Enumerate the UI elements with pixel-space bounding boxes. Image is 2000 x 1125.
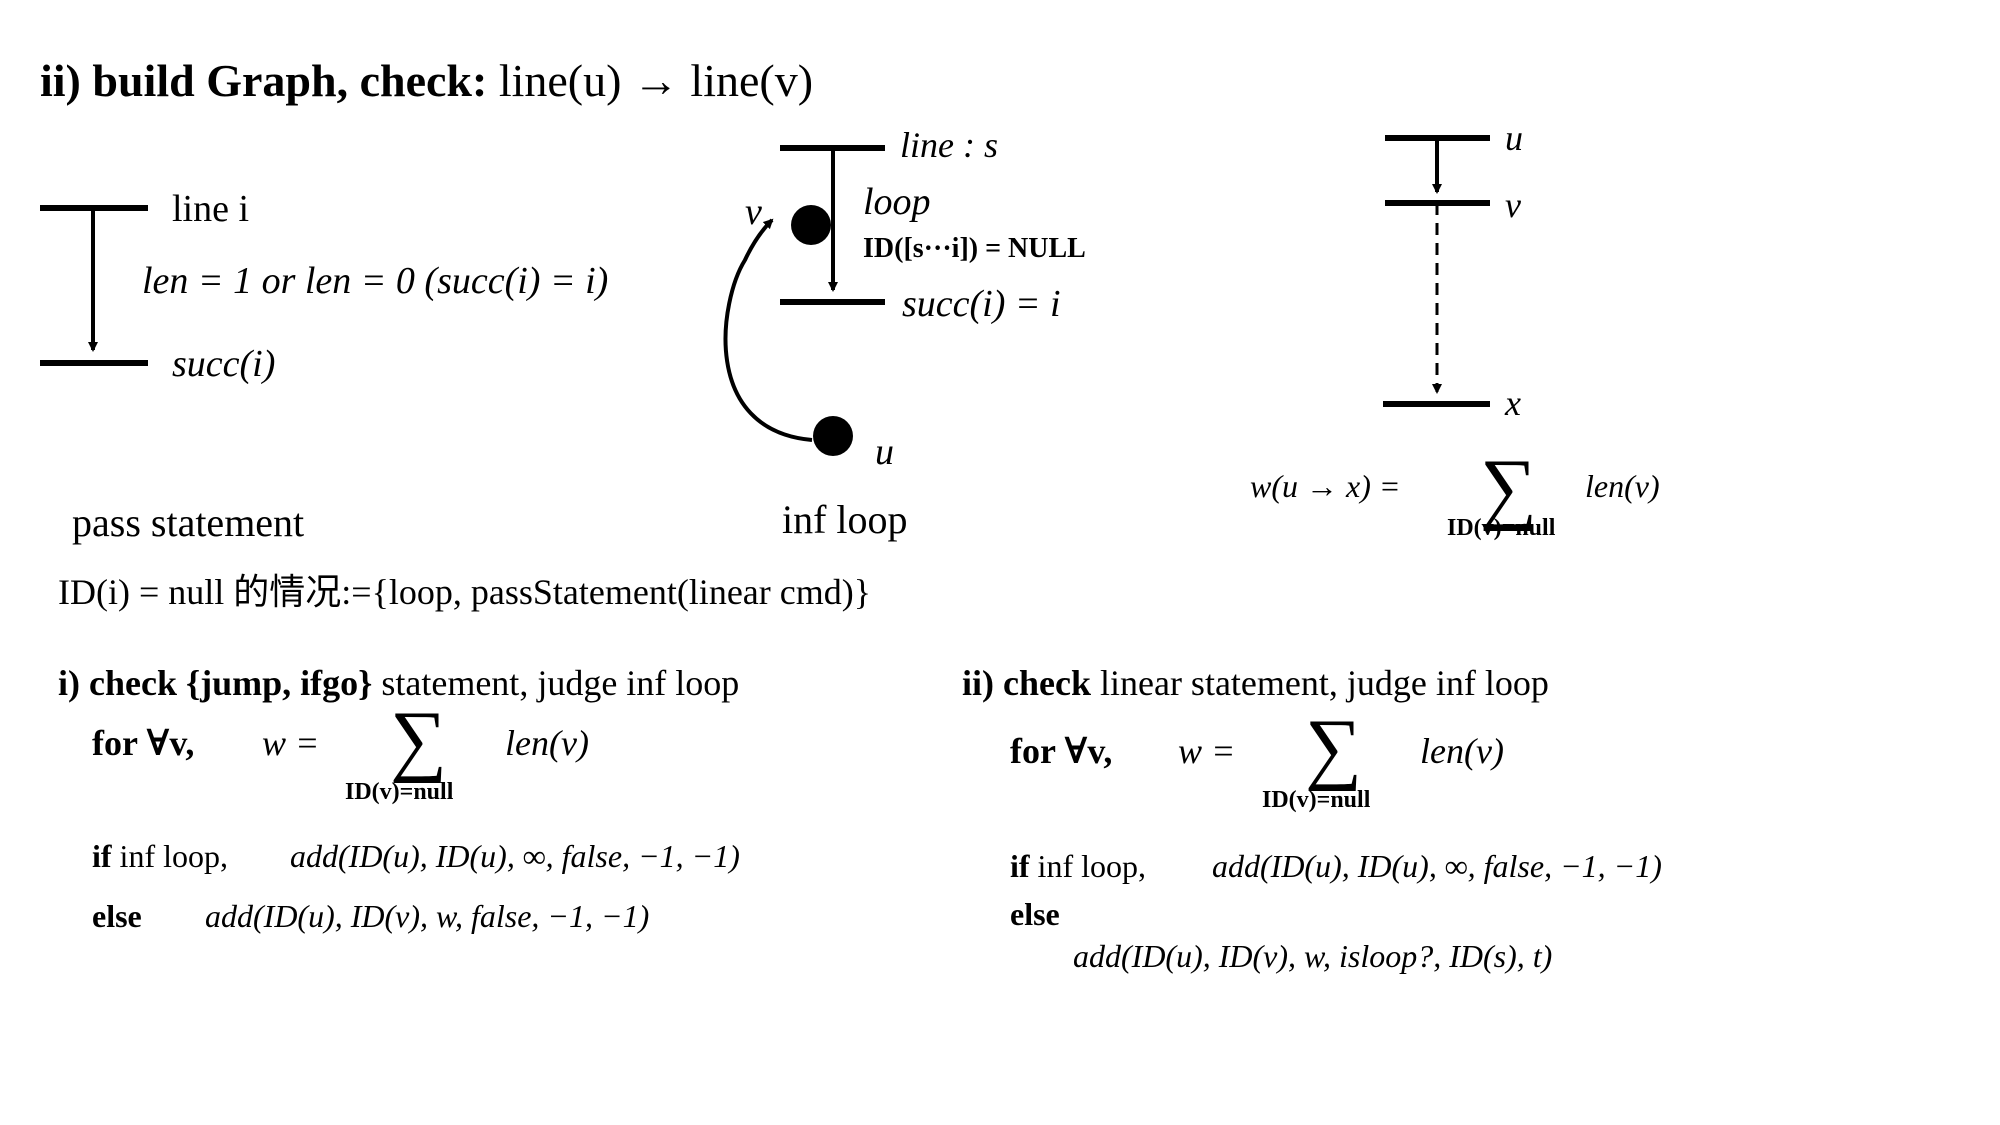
- section-ii-len: len(v): [1420, 731, 1504, 771]
- pass-caption: pass statement: [72, 500, 305, 545]
- section-i-heading: i) check {jump, ifgo} statement, judge i…: [58, 665, 739, 701]
- node-u-label: u: [875, 431, 894, 473]
- title-number: ii): [40, 55, 81, 106]
- section-i-bold: check {jump, ifgo}: [89, 663, 373, 703]
- section-ii-sum-symbol: ∑: [1305, 704, 1363, 792]
- section-i-sum-symbol: ∑: [390, 696, 448, 784]
- section-i-sum-subscript: ID(v)=null: [345, 779, 454, 805]
- section-ii-rest: linear statement, judge inf loop: [1099, 663, 1549, 703]
- pass-bottom-label: succ(i): [172, 343, 276, 385]
- section-ii-if-line: if inf loop,: [1010, 850, 1146, 882]
- section-ii-if-rest: inf loop,: [1037, 848, 1146, 884]
- id-null-definition: ID(i) = null 的情况:={loop, passStatement(l…: [58, 572, 872, 612]
- loop-label: loop: [863, 181, 931, 223]
- section-ii-for: for ∀v,: [1010, 731, 1113, 771]
- loop-top-label: line : s: [900, 125, 998, 165]
- title-bold: build Graph, check:: [92, 55, 488, 106]
- node-v-dot: [791, 205, 831, 245]
- section-ii-w-eq: w =: [1178, 731, 1236, 771]
- chain-sum-symbol: ∑: [1480, 444, 1538, 532]
- section-i-num: i): [58, 663, 80, 703]
- chain-v-label: v: [1505, 185, 1521, 225]
- page-title: ii) build Graph, check: line(u) → line(v…: [40, 58, 813, 104]
- back-edge-arrow: [723, 218, 813, 442]
- section-i-w-eq: w =: [262, 723, 320, 763]
- section-i-else-expr: add(ID(u), ID(v), w, false, −1, −1): [205, 898, 650, 934]
- section-i-else-kw: else: [92, 898, 142, 934]
- loop-bottom-label: succ(i) = i: [902, 283, 1061, 325]
- section-ii-else-expr: add(ID(u), ID(v), w, isloop?, ID(s), t): [1073, 938, 1553, 974]
- section-ii-heading: ii) check linear statement, judge inf lo…: [962, 665, 1549, 701]
- pass-top-label: line i: [172, 188, 250, 230]
- section-ii-else-kw: else: [1010, 896, 1060, 932]
- section-i-if-line: if inf loop,: [92, 840, 228, 872]
- pass-middle-label: len = 1 or len = 0 (succ(i) = i): [142, 260, 609, 302]
- chain-sum-subscript: ID(v)=null: [1447, 515, 1556, 541]
- section-ii-if-kw: if: [1010, 848, 1030, 884]
- section-i-len: len(v): [505, 723, 589, 763]
- section-i-for: for ∀v,: [92, 723, 195, 763]
- chain-x-label: x: [1505, 383, 1521, 423]
- loop-id-label: ID([s···i]) = NULL: [863, 233, 1086, 264]
- chain-formula-left: w(u → x) =: [1250, 468, 1401, 504]
- section-ii-num: ii): [962, 663, 994, 703]
- section-ii-if-expr: add(ID(u), ID(u), ∞, false, −1, −1): [1212, 848, 1662, 884]
- node-v-label: v: [745, 191, 762, 233]
- section-i-if-rest: inf loop,: [119, 838, 228, 874]
- loop-caption: inf loop: [782, 497, 908, 542]
- section-ii-sum-subscript: ID(v)=null: [1262, 787, 1371, 813]
- title-expression: line(u) → line(v): [498, 55, 814, 106]
- chain-u-label: u: [1505, 118, 1523, 158]
- section-i-if-kw: if: [92, 838, 112, 874]
- section-i-if-expr: add(ID(u), ID(u), ∞, false, −1, −1): [290, 838, 740, 874]
- section-ii-bold: check: [1003, 663, 1091, 703]
- section-i-rest: statement, judge inf loop: [381, 663, 740, 703]
- node-u-dot: [813, 416, 853, 456]
- chain-formula-right: len(v): [1585, 468, 1660, 504]
